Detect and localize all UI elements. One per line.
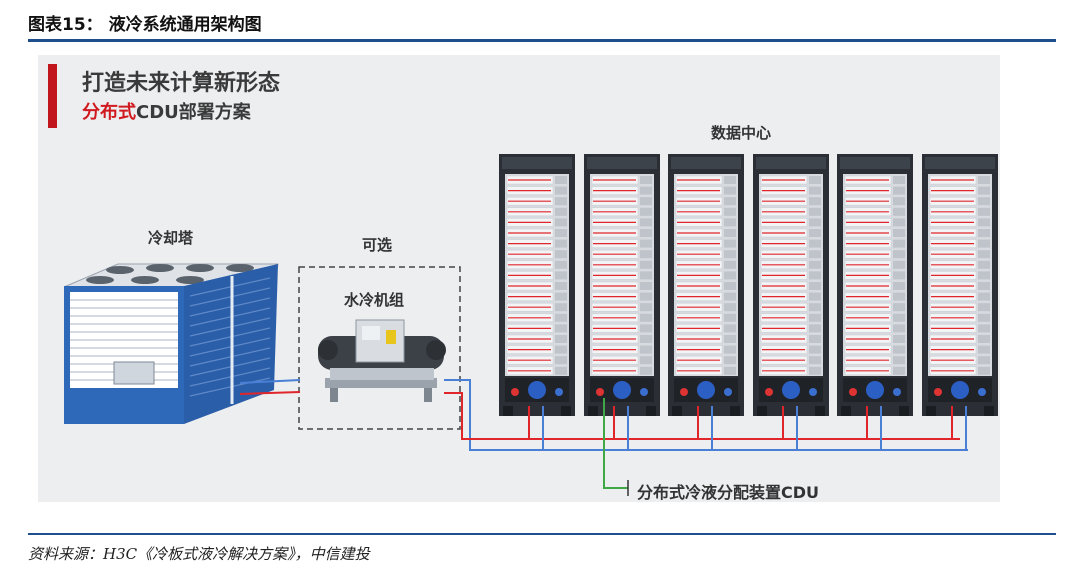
server-rack	[837, 154, 913, 416]
server-rack	[922, 154, 998, 416]
server-rack	[499, 154, 575, 416]
cdu-label: 分布式冷液分配装置CDU	[637, 483, 820, 502]
header-divider	[28, 39, 1056, 42]
server-rack	[753, 154, 829, 416]
chiller-illustration	[318, 319, 446, 402]
datacenter-label: 数据中心	[711, 124, 772, 142]
optional-chiller-box	[298, 266, 461, 430]
sub-heading-accent: 分布式	[82, 102, 136, 123]
main-heading: 打造未来计算新形态	[82, 71, 281, 96]
sub-heading: 分布式CDU部署方案	[82, 98, 251, 124]
heading-accent-bar	[48, 64, 57, 128]
source-note: 资料来源：H3C《冷板式液冷解决方案》，中信建投	[28, 545, 370, 563]
footer-divider	[28, 533, 1056, 535]
chiller-label: 水冷机组	[344, 291, 405, 309]
server-rack-group	[499, 154, 998, 416]
server-rack	[584, 154, 660, 416]
cooling-tower-illustration	[63, 263, 279, 424]
figure-title: 图表15： 液冷系统通用架构图	[28, 15, 262, 35]
sub-heading-rest: CDU部署方案	[136, 102, 251, 123]
server-rack	[668, 154, 744, 416]
cooling-tower-label: 冷却塔	[148, 229, 194, 247]
optional-label: 可选	[362, 236, 393, 254]
piping	[239, 379, 968, 496]
